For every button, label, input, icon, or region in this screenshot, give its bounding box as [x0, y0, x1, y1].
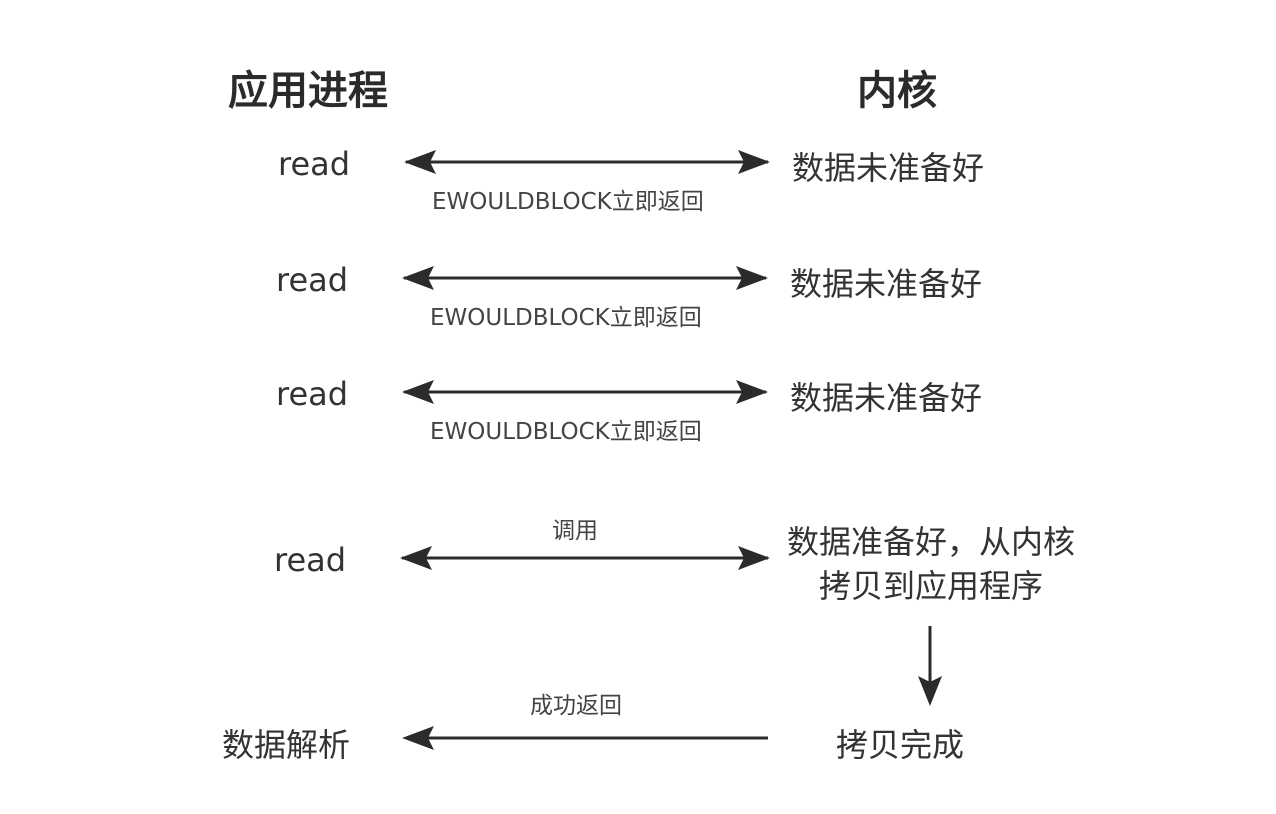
double-arrow-call: [400, 546, 770, 570]
read-label-1: read: [278, 145, 351, 183]
double-arrow-2: [402, 266, 768, 290]
kernel-status-2: 数据未准备好: [790, 265, 983, 303]
data-ready-line-1: 数据准备好，从内核: [786, 523, 1076, 561]
ewouldblock-label-2: EWOULDBLOCK立即返回: [430, 305, 702, 331]
app-process-header: 应用进程: [228, 68, 388, 114]
call-label: 调用: [552, 518, 598, 544]
read-label-2: read: [276, 261, 349, 299]
copy-complete-label: 拷贝完成: [836, 726, 965, 764]
down-arrow: [918, 626, 942, 706]
read-label-4: read: [274, 541, 347, 579]
success-return-label: 成功返回: [530, 693, 622, 719]
kernel-status-3: 数据未准备好: [790, 379, 983, 417]
data-parse-label: 数据解析: [222, 726, 351, 764]
left-arrow-final: [402, 726, 768, 750]
double-arrow-3: [402, 380, 768, 404]
ewouldblock-label-3: EWOULDBLOCK立即返回: [430, 419, 702, 445]
data-ready-line-2: 拷贝到应用程序: [818, 567, 1044, 605]
kernel-header: 内核: [857, 68, 937, 114]
kernel-status-1: 数据未准备好: [792, 149, 985, 187]
read-label-3: read: [276, 375, 349, 413]
double-arrow-1: [404, 150, 770, 174]
ewouldblock-label-1: EWOULDBLOCK立即返回: [432, 189, 704, 215]
